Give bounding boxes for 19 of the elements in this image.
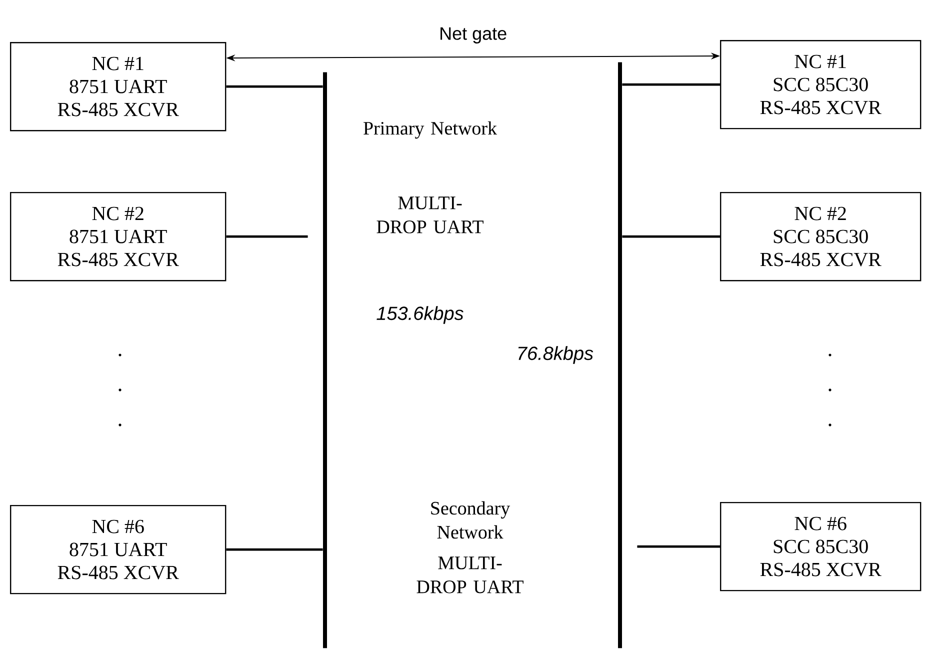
network-label: 153.6kbps — [376, 306, 464, 324]
controller-box: NC #6 SCC 85C30 RS-485 XCVR — [720, 502, 922, 592]
controller-box: NC #6 8751 UART RS-485 XCVR — [10, 504, 226, 594]
network-label: Primary Network — [364, 121, 498, 139]
stub-line — [637, 545, 720, 548]
network-label: MULTI-DROP UART — [416, 556, 524, 594]
controller-box: NC #2 8751 UART RS-485 XCVR — [10, 192, 226, 282]
stub-line — [226, 235, 308, 238]
controller-box: NC #1 SCC 85C30 RS-485 XCVR — [720, 40, 922, 130]
stub-line — [226, 548, 323, 551]
controller-box: NC #1 8751 UART RS-485 XCVR — [10, 42, 226, 132]
stub-line — [622, 235, 720, 238]
network-label: Secondary Network — [431, 501, 510, 539]
stub-line — [622, 83, 720, 86]
network-label: MULTI-DROP UART — [376, 196, 484, 234]
controller-box: NC #2 SCC 85C30 RS-485 XCVR — [720, 192, 922, 282]
edge-label: Net gate — [440, 27, 506, 44]
stub-line — [226, 85, 323, 88]
network-label: 76.8kbps — [518, 346, 594, 364]
